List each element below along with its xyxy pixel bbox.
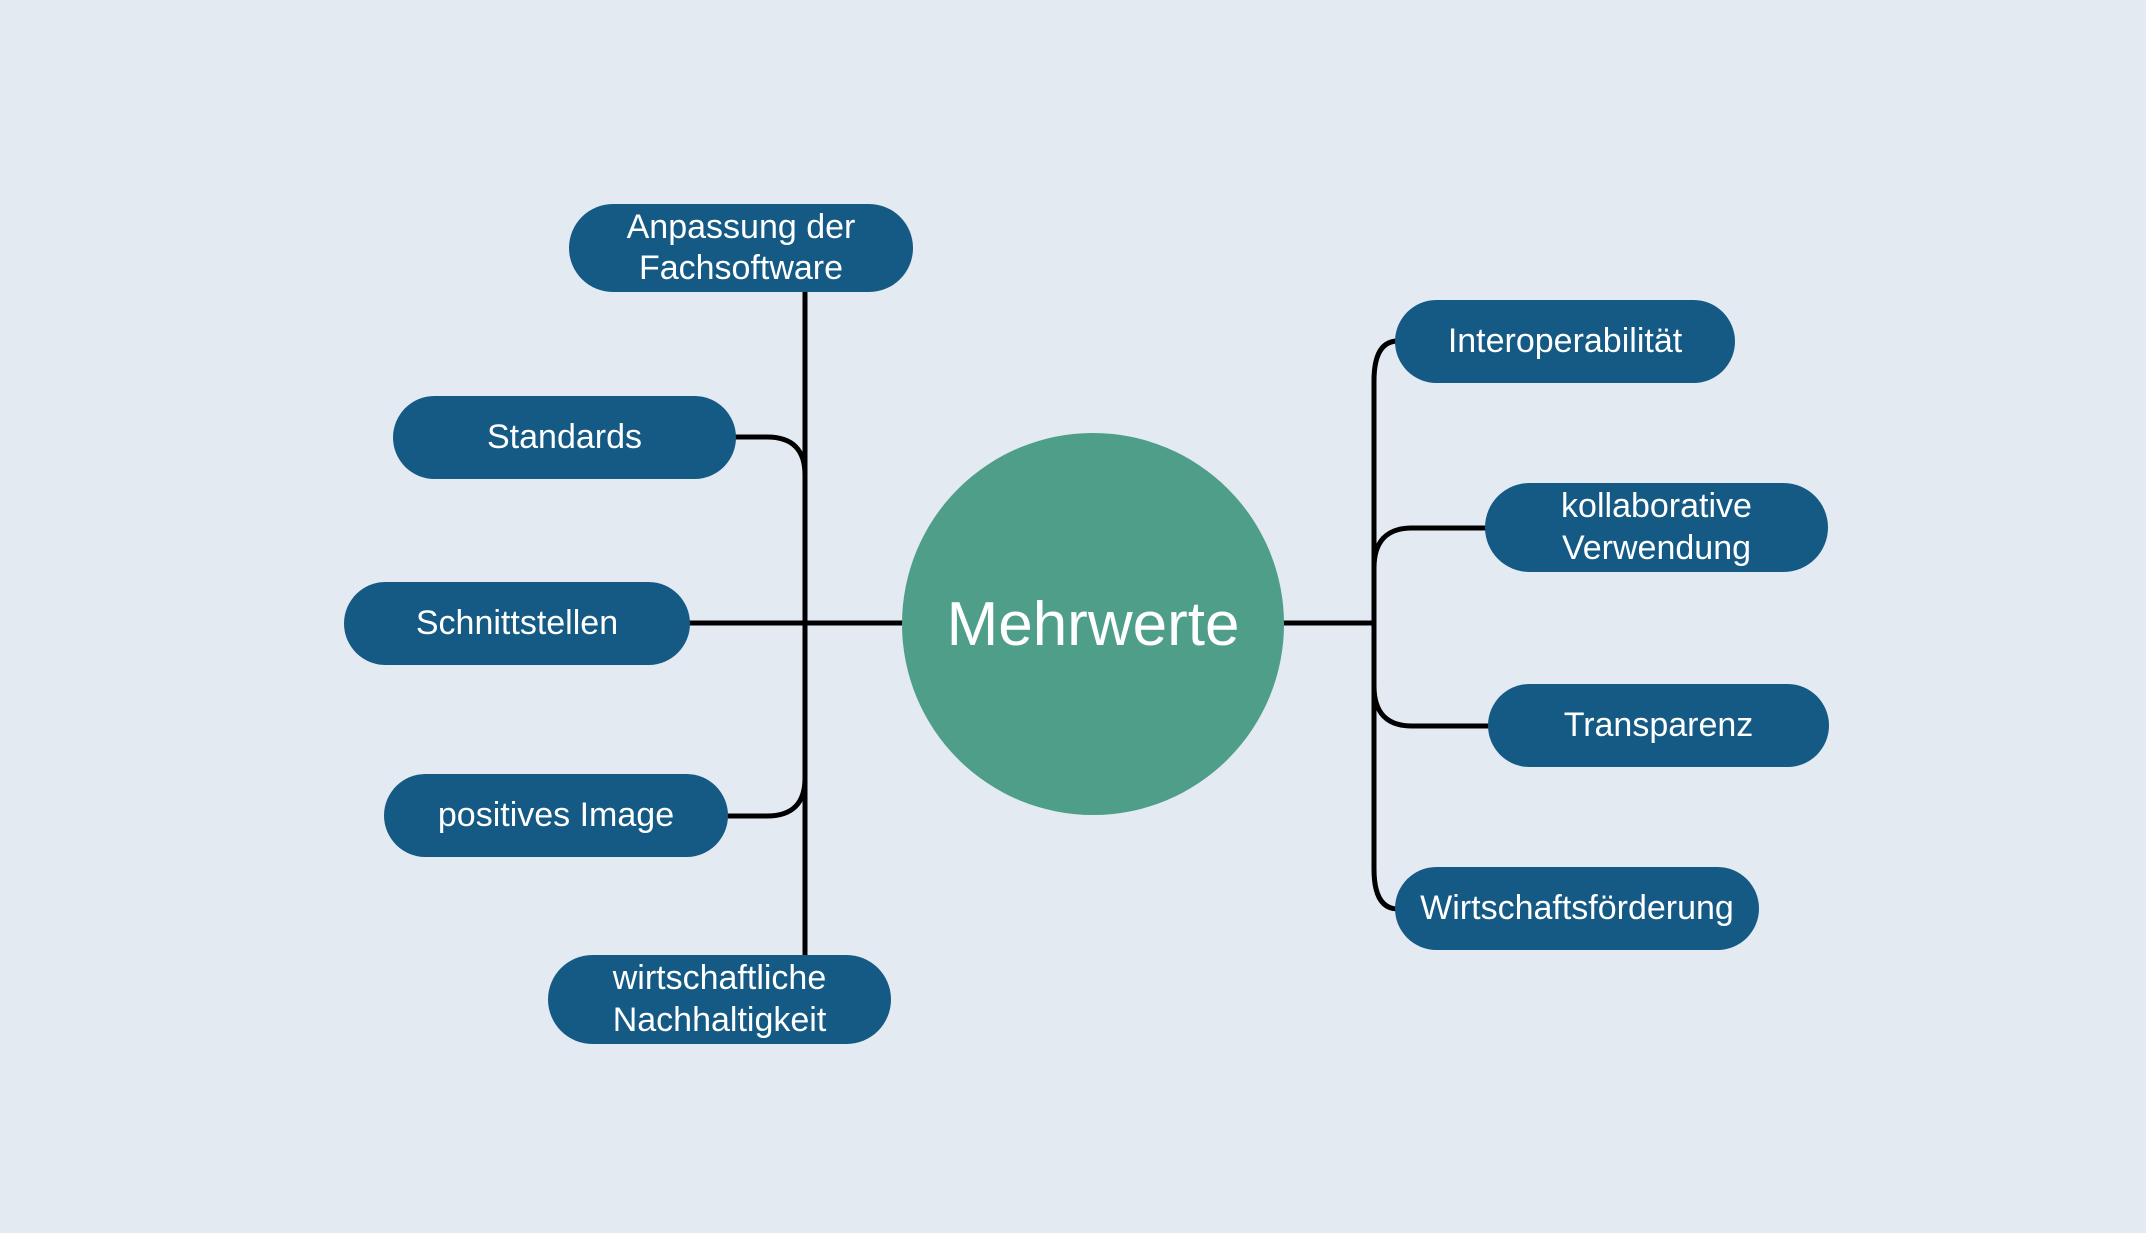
node-standards: Standards bbox=[393, 396, 736, 479]
connector-kollaborative-branch bbox=[1371, 525, 1491, 571]
node-schnittstellen: Schnittstellen bbox=[344, 582, 690, 665]
node-label: Standards bbox=[487, 417, 642, 456]
node-transparenz: Transparenz bbox=[1488, 684, 1829, 767]
node-kollaborative-verwendung: kollaborative Verwendung bbox=[1485, 483, 1828, 572]
node-wirtschaftliche-nachhaltigkeit: wirtschaftliche Nachhaltigkeit bbox=[548, 955, 891, 1044]
node-label: Wirtschaftsförderung bbox=[1420, 888, 1734, 927]
connector-standards-branch bbox=[732, 434, 808, 478]
node-label: Transparenz bbox=[1563, 705, 1754, 744]
connector-right-trunk bbox=[1371, 338, 1401, 912]
node-label: wirtschaftliche Nachhaltigkeit bbox=[612, 959, 827, 1039]
node-anpassung-der-fachsoftware: Anpassung der Fachsoftware bbox=[569, 204, 913, 292]
node-label: Interoperabilität bbox=[1447, 321, 1683, 360]
node-label: Schnittstellen bbox=[415, 603, 619, 642]
node-label: Anpassung der Fachsoftware bbox=[626, 207, 856, 287]
center-node-label: Mehrwerte bbox=[946, 589, 1240, 659]
center-node-mehrwerte: Mehrwerte bbox=[902, 433, 1284, 815]
node-wirtschaftsfoerderung: Wirtschaftsförderung bbox=[1395, 867, 1759, 950]
node-label: kollaborative Verwendung bbox=[1561, 487, 1752, 567]
node-positives-image: positives Image bbox=[384, 774, 728, 857]
node-interoperabilitaet: Interoperabilität bbox=[1395, 300, 1735, 383]
connector-transparenz-branch bbox=[1371, 683, 1494, 729]
connector-positives-image-branch bbox=[725, 775, 808, 819]
node-label: positives Image bbox=[437, 795, 675, 834]
